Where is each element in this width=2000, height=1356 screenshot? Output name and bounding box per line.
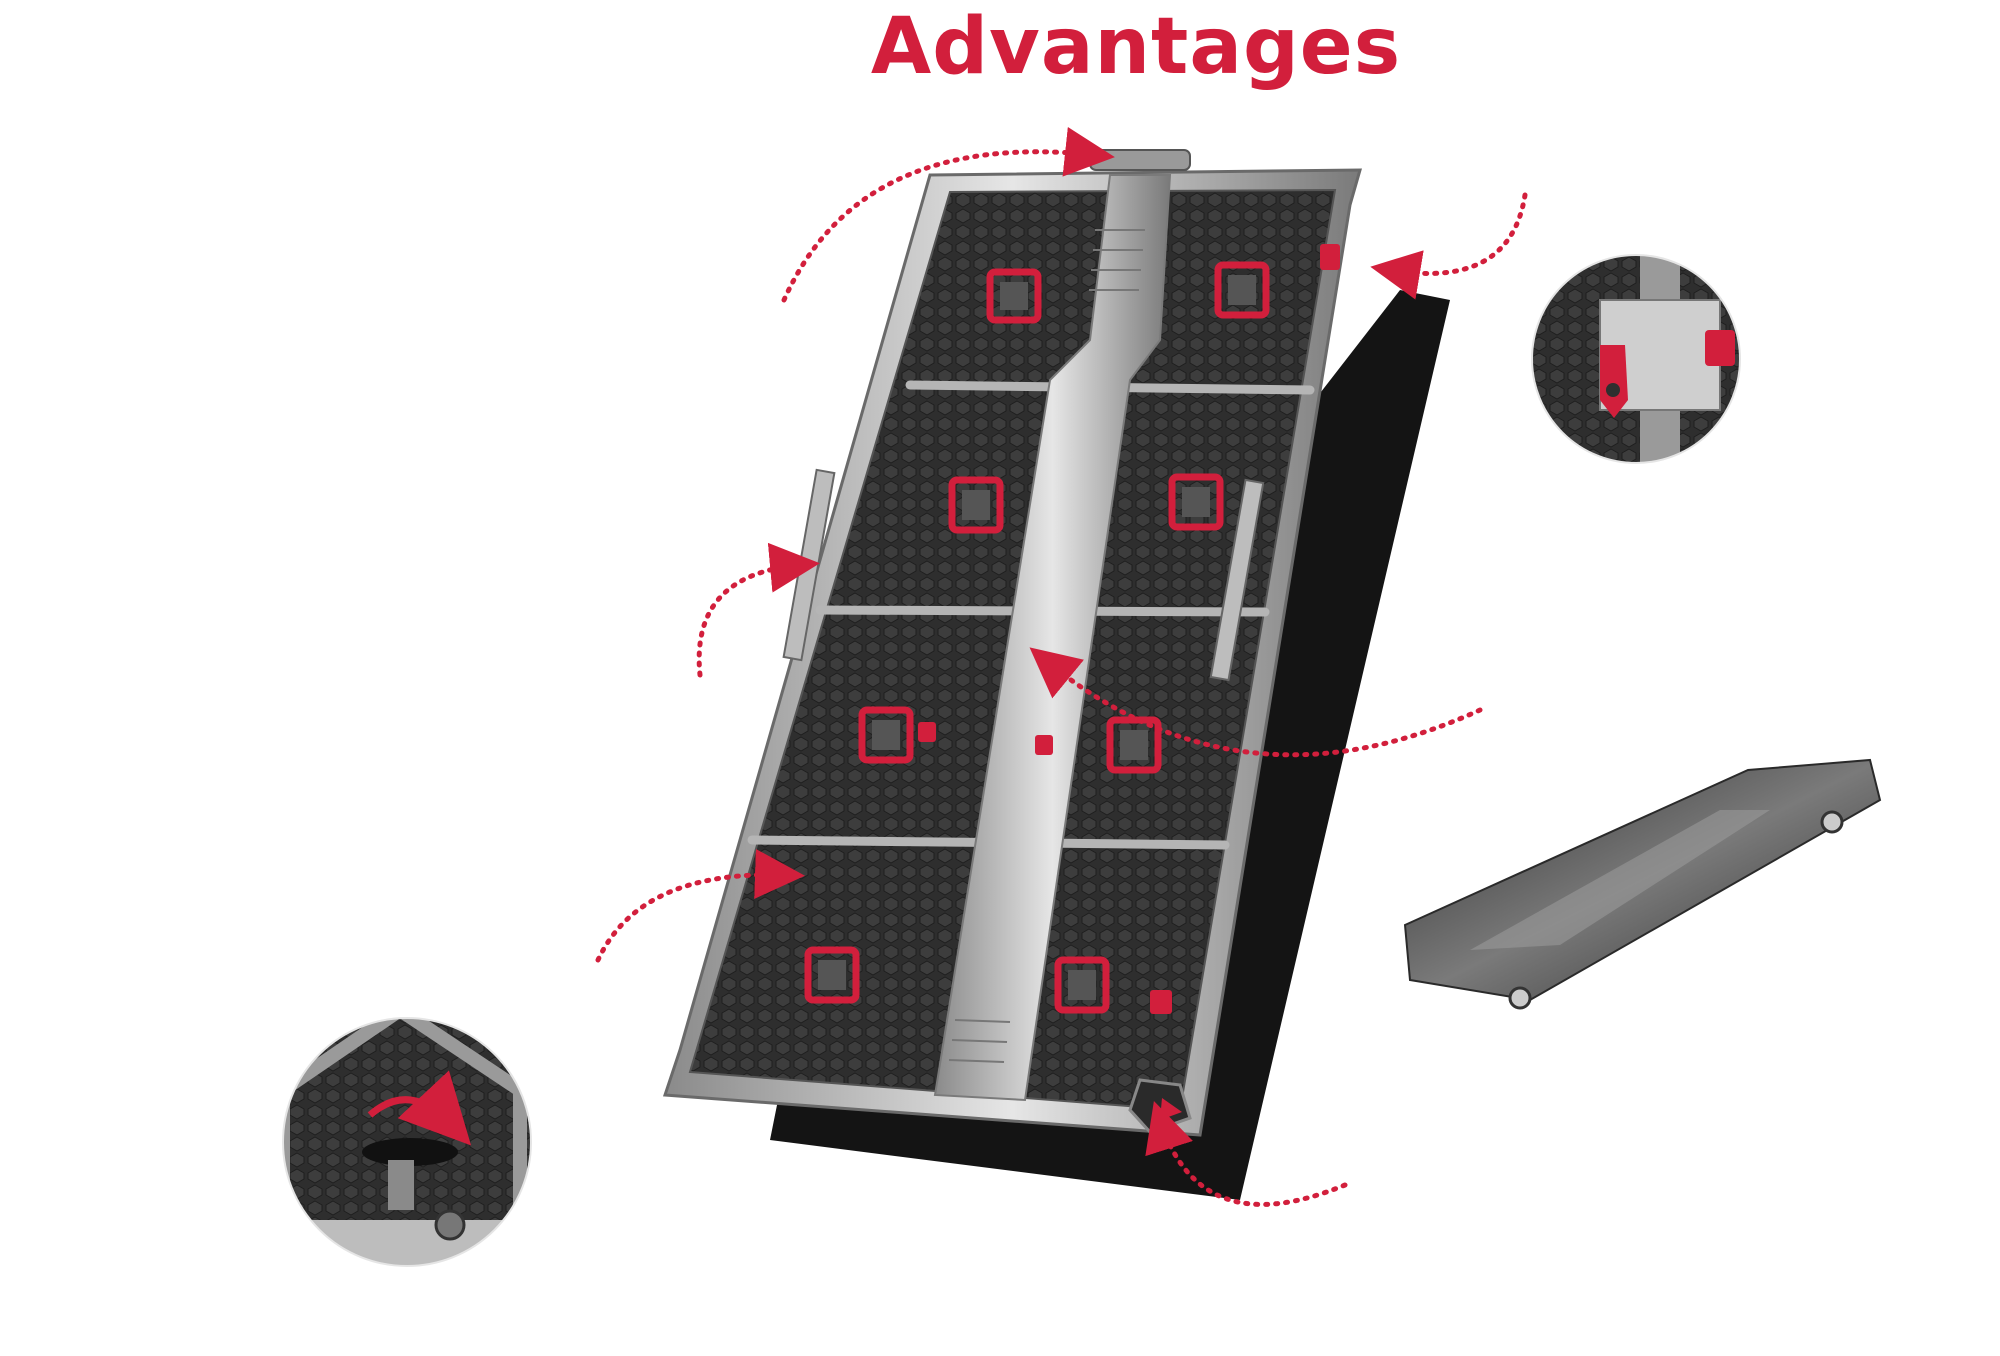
center-beam-arrow xyxy=(1029,647,1483,758)
side-handle-arrow xyxy=(696,542,820,678)
spine-grooves xyxy=(948,229,1145,1063)
lock-detail-arrow xyxy=(1370,192,1528,300)
led-cabinet xyxy=(662,149,1362,1137)
lock-detail-callout xyxy=(1531,254,1741,464)
beam-detail xyxy=(1403,758,1882,1010)
right-handle xyxy=(1209,478,1265,682)
corner-protector-arrow xyxy=(1145,1100,1348,1207)
callout-arrows xyxy=(595,126,1528,1207)
pin-detail-callout xyxy=(282,1017,532,1267)
side-locks xyxy=(918,244,1340,1014)
module-connector-cores xyxy=(818,275,1256,1000)
page-title: Advantages xyxy=(0,2,2000,92)
heading-text: Advantages xyxy=(870,2,1402,92)
top-handle-arrow xyxy=(781,126,1115,303)
module-connectors xyxy=(804,261,1270,1014)
center-spine xyxy=(933,174,1172,1102)
top-handle xyxy=(1089,149,1191,171)
bottom-lock-arrow xyxy=(595,848,805,963)
